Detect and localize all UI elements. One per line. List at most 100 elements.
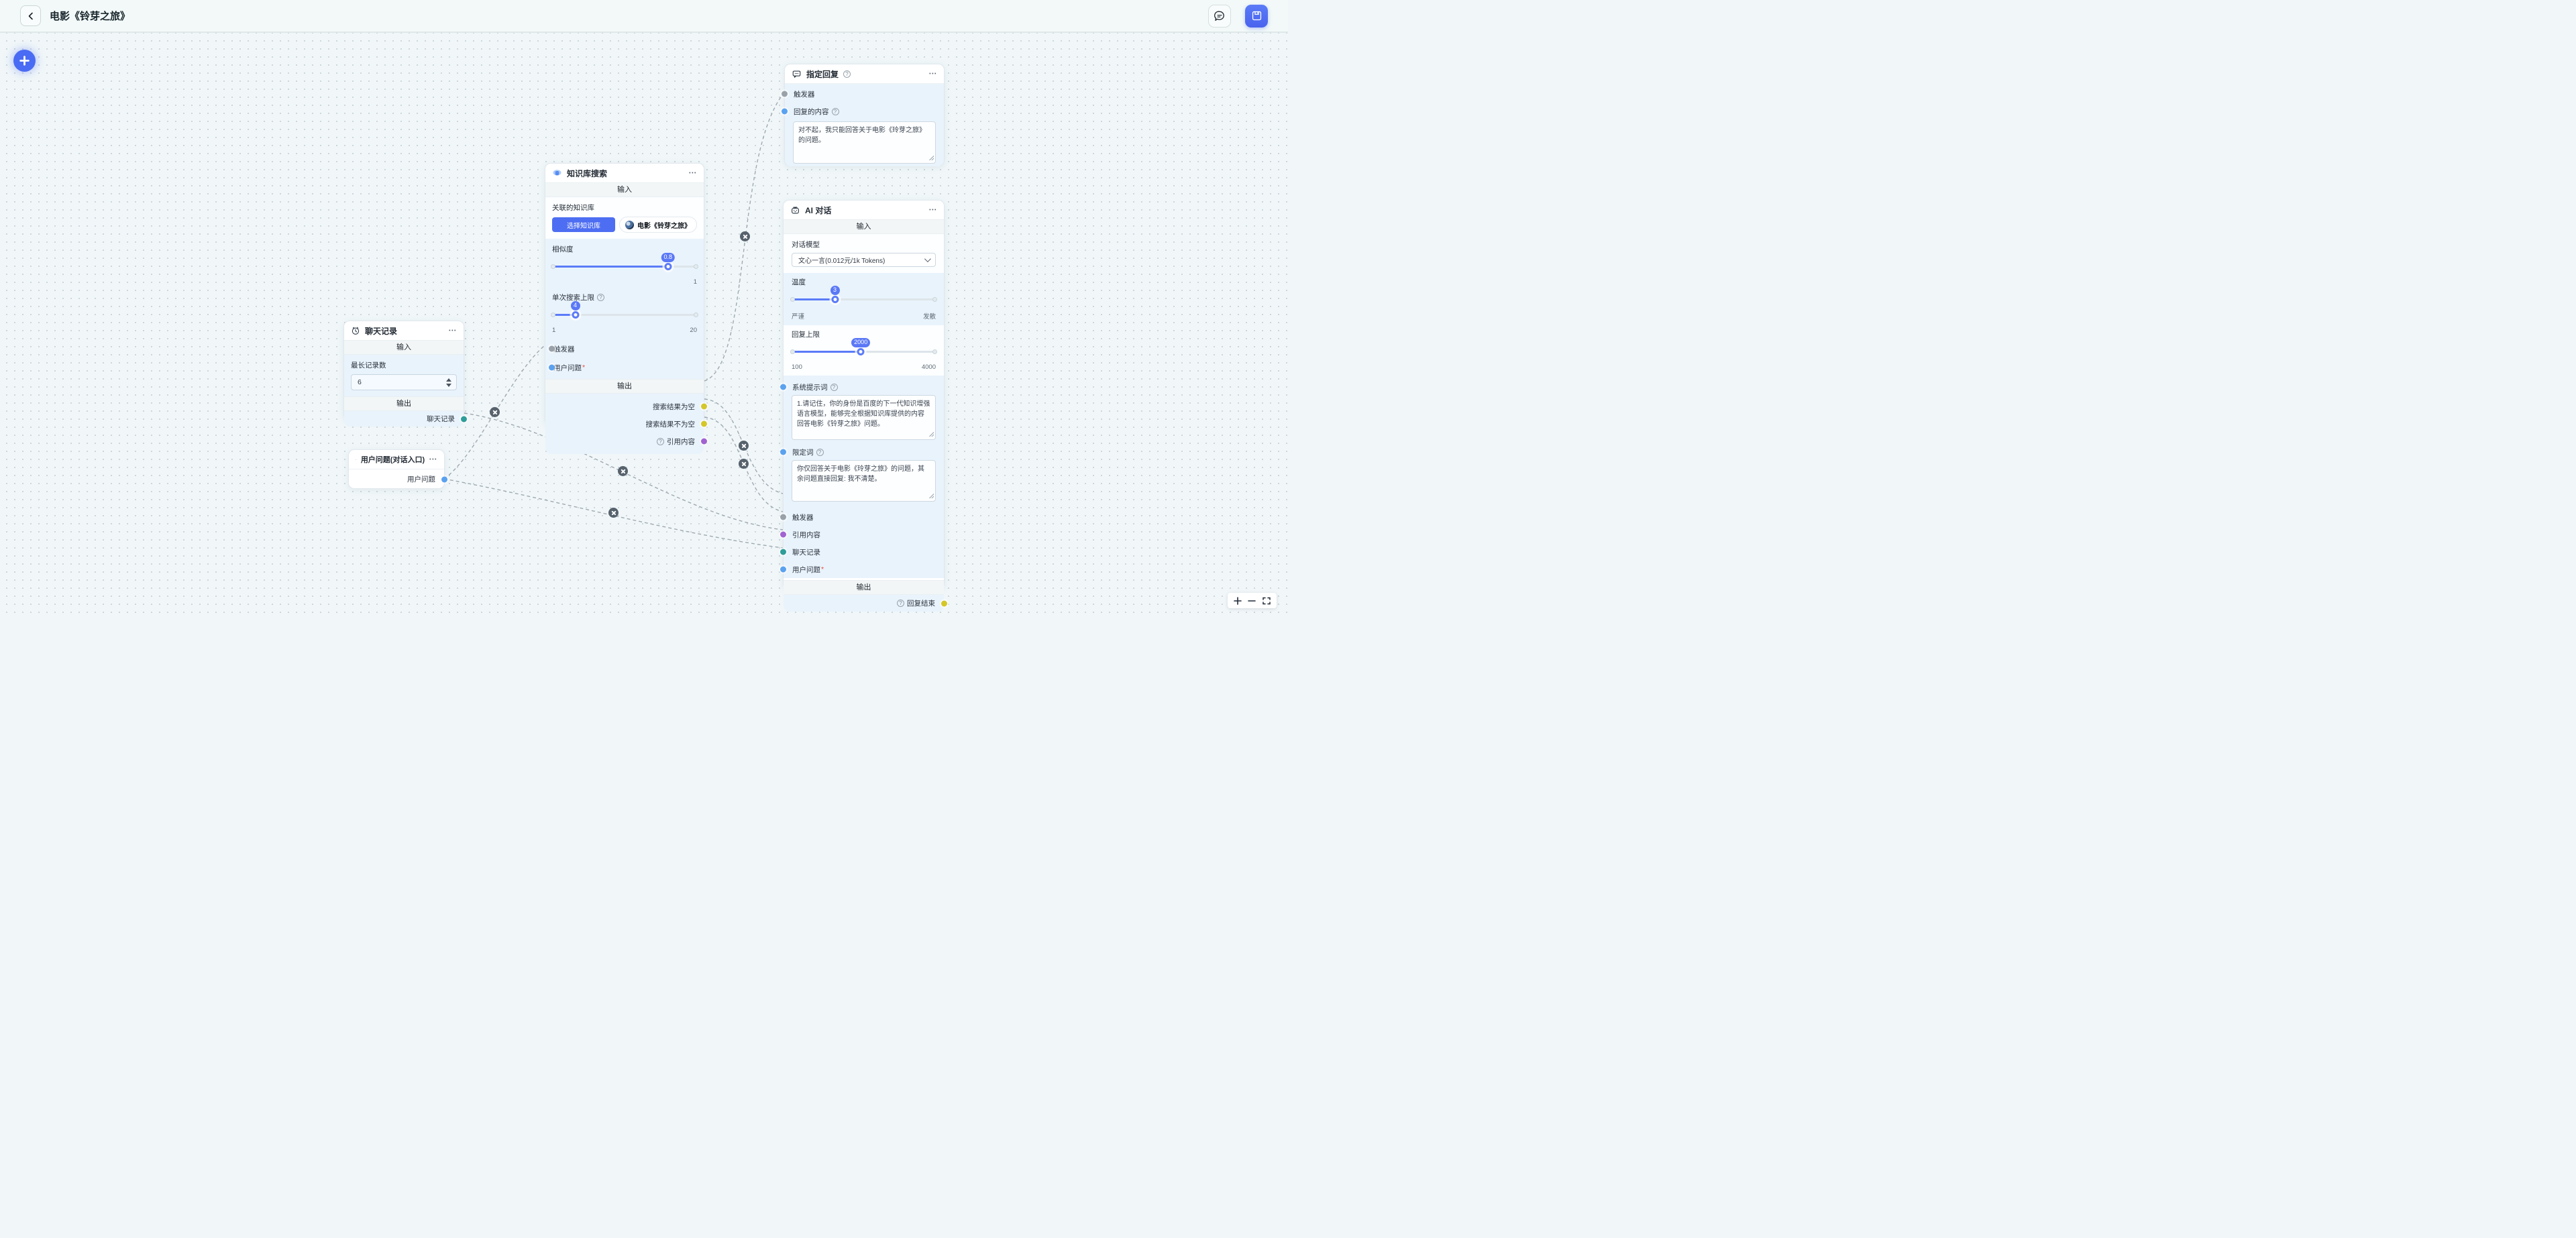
input-row-trigger: 触发器 — [549, 340, 697, 357]
temperature-max-label: 发散 — [922, 313, 936, 321]
help-icon[interactable]: ? — [897, 600, 904, 607]
help-icon[interactable]: ? — [843, 70, 851, 78]
output-section-band: 输出 — [344, 396, 464, 411]
port-quote-in[interactable] — [780, 531, 786, 538]
node-fixed-reply-header[interactable]: 指定回复 ? ••• — [785, 64, 944, 84]
reply-content-textarea[interactable]: 对不起，我只能回答关于电影《玲芽之旅》的问题。 — [793, 121, 936, 164]
node-ai-chat-header[interactable]: AI 对话 ••• — [784, 201, 944, 219]
node-menu-button[interactable]: ••• — [449, 328, 457, 333]
port-trigger-in[interactable] — [549, 345, 555, 352]
node-chat-history[interactable]: 聊天记录 ••• 输入 最长记录数 6 输出 聊天记录 — [343, 321, 467, 427]
input-row-trigger: 触发器 — [780, 508, 944, 526]
temperature-slider[interactable]: 3 — [790, 286, 937, 306]
search-limit-min-label: 1 — [552, 327, 556, 334]
stepper-down-icon[interactable] — [446, 383, 451, 387]
port-result-empty-out[interactable] — [701, 403, 707, 410]
port-label: 引用内容 — [792, 530, 820, 539]
select-kb-button[interactable]: 选择知识库 — [552, 217, 615, 232]
port-history-in[interactable] — [780, 549, 786, 555]
node-menu-button[interactable]: ••• — [929, 207, 937, 213]
port-trigger-in[interactable] — [782, 91, 788, 97]
plus-icon — [1234, 596, 1242, 605]
zoom-out-button[interactable] — [1248, 597, 1256, 605]
node-kb-search[interactable]: 知识库搜索 ••• 输入 关联的知识库 选择知识库 电影《铃芽之旅》 相似度 0… — [545, 163, 707, 454]
reply-limit-max-label: 4000 — [921, 363, 936, 371]
port-user-question-in[interactable] — [549, 364, 555, 371]
edge-delete-button[interactable] — [608, 508, 619, 518]
max-records-label: 最长记录数 — [351, 361, 386, 370]
node-user-question-header[interactable]: 用户问题(对话入口) ••• — [349, 450, 444, 469]
node-menu-button[interactable]: ••• — [689, 170, 697, 176]
stepper-up-icon[interactable] — [446, 378, 451, 382]
similarity-slider[interactable]: 0.8 — [551, 253, 698, 273]
help-icon[interactable]: ? — [597, 294, 604, 301]
save-floppy-icon — [1252, 11, 1261, 21]
edge-delete-button[interactable] — [490, 407, 500, 417]
port-content-in[interactable] — [782, 108, 788, 115]
max-records-value: 6 — [358, 378, 362, 386]
preview-chat-button[interactable] — [1208, 4, 1231, 27]
port-chat-history-out[interactable] — [461, 416, 467, 422]
node-chat-history-header[interactable]: 聊天记录 ••• — [344, 321, 464, 340]
port-trigger-in[interactable] — [780, 514, 786, 520]
similarity-value-badge: 0.8 — [661, 253, 676, 262]
add-node-button[interactable] — [13, 50, 36, 72]
temperature-slider-handle[interactable] — [831, 296, 839, 303]
similarity-slider-handle[interactable] — [664, 263, 672, 270]
input-section-band: 输入 — [784, 219, 944, 234]
reply-limit-slider[interactable]: 2000 — [790, 338, 937, 358]
node-kb-search-header[interactable]: 知识库搜索 ••• — [545, 164, 704, 182]
reply-limit-slider-handle[interactable] — [857, 348, 865, 355]
model-select[interactable]: 文心一言(0.012元/1k Tokens) — [792, 253, 936, 267]
port-user-question-in[interactable] — [780, 566, 786, 573]
port-user-question-out[interactable] — [441, 476, 447, 482]
edge-delete-button[interactable] — [739, 459, 749, 469]
minus-icon — [1248, 600, 1256, 602]
search-limit-label-text: 单次搜索上限 — [552, 294, 594, 302]
node-title: AI 对话 — [805, 205, 832, 215]
edge-delete-button[interactable] — [739, 441, 749, 451]
knowledge-base-icon — [553, 169, 561, 176]
fit-view-button[interactable] — [1263, 597, 1271, 605]
edge-delete-button[interactable] — [618, 466, 628, 476]
model-label: 对话模型 — [792, 241, 820, 249]
input-row-system-prompt: 系统提示词 ? — [780, 381, 944, 393]
port-system-prompt-in[interactable] — [780, 384, 786, 390]
input-section-band: 输入 — [545, 182, 704, 197]
reply-bubble-icon — [792, 70, 801, 78]
port-qualifier-in[interactable] — [780, 449, 786, 455]
port-reply-end-out[interactable] — [941, 600, 947, 606]
search-limit-slider[interactable]: 4 — [551, 301, 698, 321]
node-fixed-reply[interactable]: 指定回复 ? ••• 触发器 回复的内容 ? 对不起，我只能回答关于电影《玲芽之… — [782, 64, 945, 166]
edge-delete-button[interactable] — [740, 231, 750, 241]
qualifier-textarea[interactable]: 你仅回答关于电影《玲芽之旅》的问题，其余问题直接回复: 我不清楚。 — [792, 460, 936, 502]
help-icon[interactable]: ? — [816, 448, 824, 456]
save-button[interactable] — [1245, 4, 1268, 27]
back-button[interactable] — [20, 5, 41, 26]
node-ai-chat[interactable]: AI 对话 ••• 输入 对话模型 文心一言(0.012元/1k Tokens)… — [780, 200, 947, 612]
search-limit-slider-handle[interactable] — [572, 311, 580, 319]
node-user-question[interactable]: 用户问题(对话入口) ••• 用户问题 — [348, 449, 447, 489]
port-label: 回复的内容 — [794, 107, 829, 116]
kb-chip[interactable]: 电影《铃芽之旅》 — [619, 217, 697, 233]
help-icon[interactable]: ? — [830, 383, 838, 391]
output-row-not-empty: 搜索结果不为空 — [545, 415, 707, 433]
system-prompt-textarea[interactable]: 1.请记住，你的身份是百度的下一代知识增强语言模型，能够完全根据知识库提供的内容… — [792, 395, 936, 440]
port-label: 回复结束 — [907, 600, 935, 608]
node-title: 指定回复 — [806, 69, 839, 79]
node-menu-button[interactable]: ••• — [929, 71, 937, 76]
help-icon[interactable]: ? — [831, 107, 839, 115]
max-records-input[interactable]: 6 — [351, 374, 457, 390]
port-label: 聊天记录 — [427, 415, 455, 423]
help-icon[interactable]: ? — [657, 437, 664, 445]
port-result-not-empty-out[interactable] — [701, 420, 707, 427]
zoom-in-button[interactable] — [1234, 596, 1242, 605]
input-row-history: 聊天记录 — [780, 543, 944, 561]
output-section-band: 输出 — [784, 580, 944, 595]
linked-kb-label: 关联的知识库 — [552, 204, 594, 212]
port-label: 搜索结果不为空 — [645, 420, 696, 429]
port-quote-out[interactable] — [701, 438, 707, 445]
stepper-buttons[interactable] — [443, 378, 455, 387]
port-label: 用户问题 — [792, 565, 820, 574]
node-menu-button[interactable]: ••• — [429, 457, 437, 462]
